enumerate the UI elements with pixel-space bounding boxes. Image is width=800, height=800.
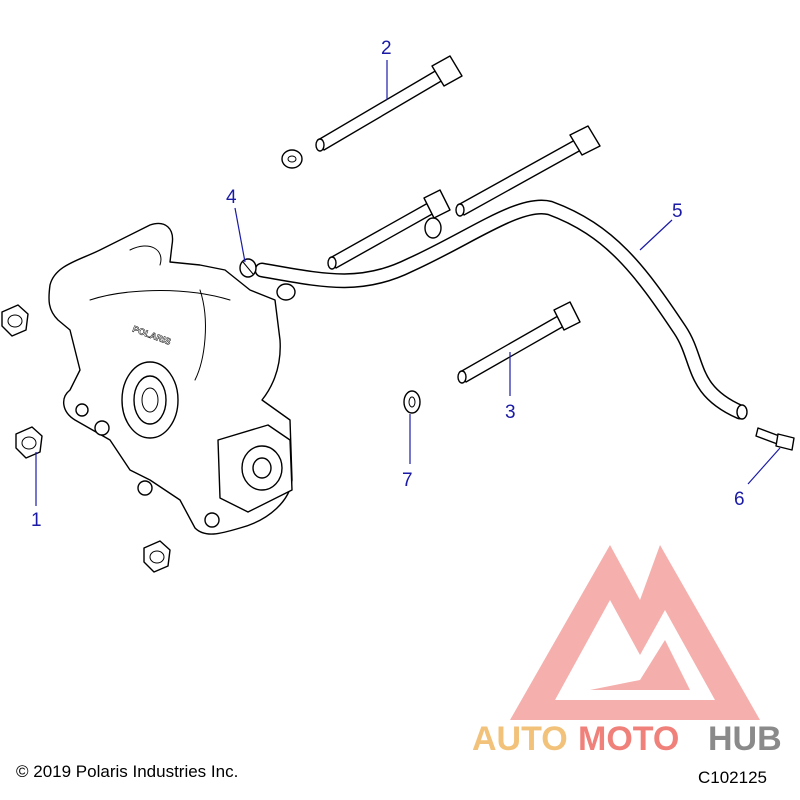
gearcase-housing — [48, 222, 293, 535]
bolt-upper-right — [455, 125, 601, 217]
hose-clamp-part-4 — [239, 258, 257, 278]
leader-line-6 — [747, 447, 781, 485]
flange-nut-lower — [143, 540, 171, 573]
copyright-text: © 2019 Polaris Industries Inc. — [16, 762, 239, 781]
callout-4: 4 — [226, 187, 237, 208]
vent-fitting-part-6 — [755, 427, 795, 451]
callout-1: 1 — [31, 510, 42, 531]
callout-2: 2 — [381, 38, 392, 59]
bolt-part-2 — [315, 55, 463, 152]
bolt-middle — [327, 189, 451, 270]
diagram-code: C102125 — [698, 768, 768, 787]
callout-3: 3 — [505, 402, 516, 423]
bolt-part-3 — [457, 301, 581, 384]
watermark-word-moto: MOTO — [578, 720, 679, 758]
flange-nut-part-1 — [15, 426, 43, 459]
watermark-word-hub: HUB — [708, 720, 782, 758]
callout-5: 5 — [672, 201, 683, 222]
washer-part-7 — [403, 390, 421, 414]
callout-6: 6 — [734, 489, 745, 510]
washer-middle — [424, 217, 442, 239]
watermark-logo — [510, 545, 760, 720]
leader-line-5 — [639, 219, 673, 251]
vent-hose-part-5 — [254, 199, 748, 420]
watermark-word-auto: AUTO — [472, 720, 568, 758]
washer-upper — [281, 149, 303, 169]
callout-7: 7 — [402, 470, 413, 491]
leader-line-4 — [234, 207, 246, 263]
flange-nut-upper — [1, 304, 29, 337]
washer-hose — [276, 283, 296, 301]
